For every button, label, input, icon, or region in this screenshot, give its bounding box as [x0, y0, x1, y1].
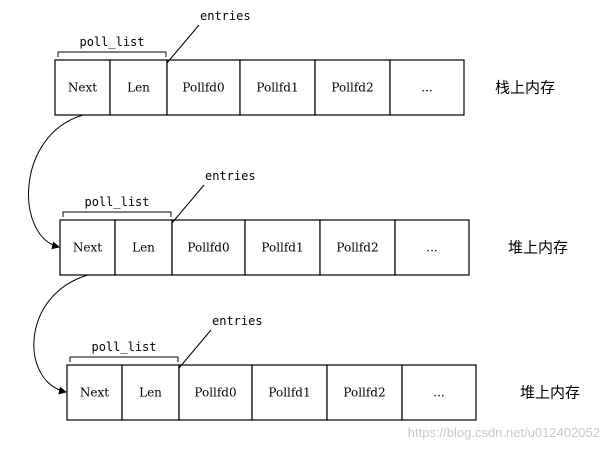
cell-len-box [121, 364, 180, 421]
poll-list-label: poll_list [91, 340, 156, 354]
cell-ellipsis-box [389, 59, 465, 116]
poll-list-bracket [57, 51, 167, 57]
memory-row-heap-1: Next Len Pollfd0 Pollfd1 Pollfd2... poll_list… [59, 169, 568, 276]
entries-label: entries [212, 314, 263, 328]
memory-location-label: 栈上内存 [495, 79, 555, 97]
cell-pollfd0-box [171, 219, 246, 276]
cell-pollfd1-box [244, 219, 321, 276]
entries-pointer-line [166, 24, 200, 64]
cell-pollfd0-label: Pollfd0 [187, 241, 229, 255]
entries-pointer-line [171, 184, 205, 224]
entries-label: entries [205, 169, 256, 183]
cell-next-label: Next [73, 241, 102, 255]
cell-ellipsis-box [401, 364, 477, 421]
cell-pollfd0-label: Pollfd0 [182, 81, 224, 95]
cell-pollfd1-label: Pollfd1 [256, 81, 298, 95]
cell-ellipsis-label: ... [433, 386, 444, 400]
cell-ellipsis-box [394, 219, 470, 276]
next-pointer-arrow [28, 114, 84, 250]
cell-pollfd0-box [166, 59, 241, 116]
cell-pollfd0-label: Pollfd0 [194, 386, 236, 400]
memory-row-heap-2: Next Len Pollfd0 Pollfd1 Pollfd2... poll_list… [66, 314, 580, 421]
cell-next-box [66, 364, 123, 421]
cell-next-label: Next [68, 81, 97, 95]
watermark-text: https://blog.csdn.net/u012402052 [408, 425, 600, 440]
memory-location-label: 堆上内存 [520, 384, 580, 402]
cell-pollfd2-box [314, 59, 391, 116]
cell-len-label: Len [139, 386, 162, 400]
cell-len-label: Len [132, 241, 155, 255]
cell-pollfd1-label: Pollfd1 [261, 241, 303, 255]
next-pointer-arrow [33, 274, 89, 395]
entries-label: entries [200, 9, 251, 23]
cell-pollfd2-label: Pollfd2 [336, 241, 378, 255]
cell-ellipsis-label: ... [426, 241, 437, 255]
cell-pollfd2-box [326, 364, 403, 421]
cell-len-box [114, 219, 173, 276]
cell-pollfd1-label: Pollfd1 [268, 386, 310, 400]
cell-ellipsis-label: ... [421, 81, 432, 95]
cell-next-label: Next [80, 386, 109, 400]
cell-pollfd2-label: Pollfd2 [343, 386, 385, 400]
cell-len-box [109, 59, 168, 116]
poll-list-bracket [69, 356, 179, 362]
memory-row-stack: Next Len Pollfd0 Pollfd1 Pollfd2... poll_list… [54, 9, 555, 116]
memory-location-label: 堆上内存 [508, 239, 568, 257]
poll-list-label: poll_list [79, 35, 144, 49]
poll-list-bracket [62, 211, 172, 217]
entries-pointer-line [178, 329, 212, 369]
cell-len-label: Len [127, 81, 150, 95]
poll-list-label: poll_list [84, 195, 149, 209]
cell-next-box [54, 59, 111, 116]
cell-pollfd1-box [251, 364, 328, 421]
cell-pollfd2-label: Pollfd2 [331, 81, 373, 95]
